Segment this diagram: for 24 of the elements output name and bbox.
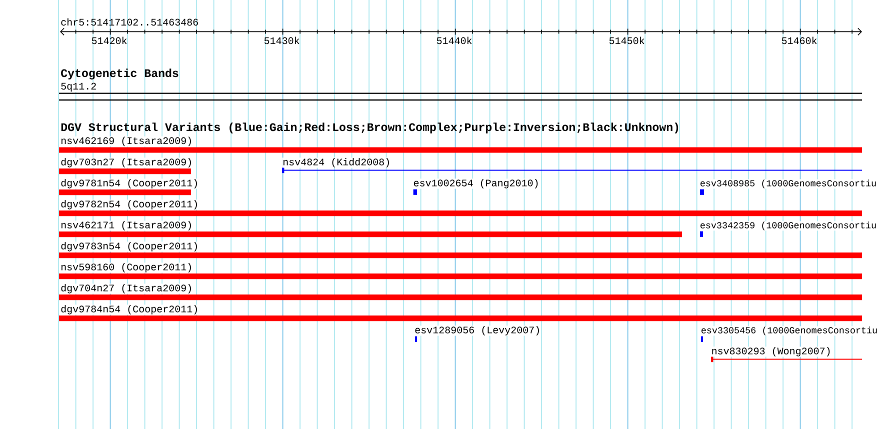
variant-label: esv3305456 (1000GenomesConsortiu [700,326,878,336]
variant-label: esv3408985 (1000GenomesConsortiu [700,179,877,189]
band-label: 5q11.2 [60,82,97,92]
variant-label: esv1002654 (Pang2010) [412,178,540,189]
variant-label: dgv704n27 (Itsara2009) [60,284,194,294]
variant-label: nsv830293 (Wong2007) [710,346,832,357]
variant-label: esv3342359 (1000GenomesConsortiu [700,221,877,231]
coordinate-label: chr5:51417102..51463486 [61,18,198,26]
tick-label: 51440k [436,36,472,44]
variant-label: nsv462171 (Itsara2009) [60,220,194,231]
variant-label: dgv9781n54 (Cooper2011) [60,178,200,189]
variant-label: dgv9783n54 (Cooper2011) [60,242,200,252]
variant-label: nsv4824 (Kidd2008) [282,158,392,168]
variant-label: esv1289056 (Levy2007) [414,326,542,336]
variant-label: dgv703n27 (Itsara2009) [60,158,194,168]
tick-label: 51460k [782,36,817,44]
track-heading: DGV Structural Variants (Blue:Gain;Red:Loss;Brown:Complex;Purple:Inversion;Black:Unknown) [61,122,678,134]
variant-label: nsv462169 (Itsara2009) [60,136,194,146]
tick-label: 51420k [92,36,127,44]
variant-label: dgv9782n54 (Cooper2011) [60,200,200,210]
variant-label: nsv598160 (Cooper2011) [60,262,194,273]
tick-label: 51430k [264,36,300,44]
tick-label: 51450k [609,36,644,44]
variant-label: dgv9784n54 (Cooper2011) [60,304,200,315]
